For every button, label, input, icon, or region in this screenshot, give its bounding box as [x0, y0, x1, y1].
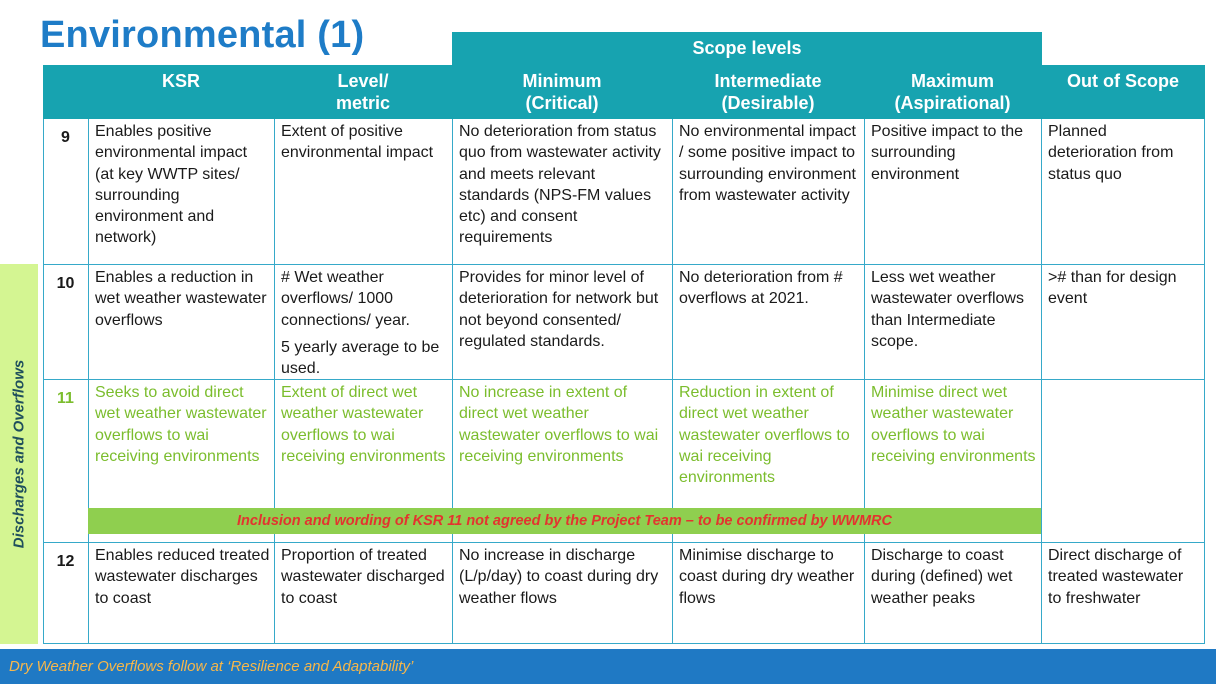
- intermediate-cell: No environmental impact / some positive …: [679, 123, 856, 204]
- table-header: [43, 65, 1205, 119]
- side-category-label: Discharges and Overflows: [10, 359, 28, 549]
- side-category-band: [0, 264, 38, 644]
- row-number: 9: [61, 129, 70, 146]
- metric-cell: # Wet weather overflows/ 1000 connection…: [274, 265, 452, 379]
- header-intermediate: Intermediate(Desirable): [714, 71, 822, 113]
- grid-line: [274, 534, 275, 644]
- grid-line: [1204, 119, 1205, 644]
- ksr-cell: Enables a reduction in wet weather waste…: [95, 269, 267, 329]
- metric-cell: Extent of direct wet weather wastewater …: [281, 384, 446, 465]
- header-ksr: KSR: [161, 71, 200, 91]
- grid-line: [43, 264, 1205, 265]
- minimum-cell: No increase in extent of direct wet weat…: [459, 384, 659, 465]
- ksr-cell: Enables reduced treated wastewater disch…: [95, 547, 270, 607]
- grid-line: [864, 119, 865, 508]
- metric-cell: Extent of positive environmental impact: [281, 123, 434, 162]
- ksr-cell: Seeks to avoid direct wet weather wastew…: [95, 384, 267, 465]
- grid-line: [864, 534, 865, 644]
- out-of-scope-cell: Planned deterioration from status quo: [1048, 123, 1174, 183]
- maximum-cell: Minimise direct wet weather wastewater o…: [871, 384, 1036, 465]
- grid-line: [672, 119, 673, 508]
- intermediate-cell: Reduction in extent of direct wet weathe…: [679, 384, 850, 487]
- grid-line: [88, 119, 89, 644]
- minimum-cell: No deterioration from status quo from wa…: [459, 123, 661, 247]
- grid-line: [672, 534, 673, 644]
- intermediate-cell: Minimise discharge to coast during dry w…: [679, 547, 855, 607]
- footer-note: Dry Weather Overflows follow at ‘Resilie…: [0, 649, 1216, 684]
- maximum-cell: Discharge to coast during (defined) wet …: [871, 547, 1013, 607]
- maximum-cell: Less wet weather wastewater overflows th…: [871, 269, 1024, 350]
- metric-cell: Proportion of treated wastewater dischar…: [281, 547, 445, 607]
- grid-line: [43, 542, 1205, 543]
- grid-line: [43, 119, 44, 644]
- header-out-of-scope: Out of Scope: [1067, 71, 1179, 91]
- grid-line: [452, 534, 453, 644]
- out-of-scope-cell: Direct discharge of treated wastewater t…: [1048, 547, 1184, 607]
- grid-line: [452, 119, 453, 508]
- grid-line: [43, 379, 1205, 380]
- out-of-scope-cell: ># than for design event: [1048, 269, 1177, 308]
- maximum-cell: Positive impact to the surrounding envir…: [871, 123, 1024, 183]
- ksr-cell: Enables positive environmental impact (a…: [95, 123, 248, 247]
- row-number: 12: [56, 553, 75, 570]
- minimum-cell: No increase in discharge (L/p/day) to co…: [459, 547, 659, 607]
- grid-line: [274, 119, 275, 508]
- footer-text: Dry Weather Overflows follow at ‘Resilie…: [9, 658, 414, 675]
- scope-levels-header: Scope levels: [452, 32, 1042, 65]
- page-title: Environmental (1): [40, 14, 365, 56]
- header-minimum: Minimum(Critical): [522, 71, 602, 113]
- intermediate-cell: No deterioration from # overflows at 202…: [679, 269, 843, 308]
- header-maximum: Maximum(Aspirational): [894, 71, 1011, 113]
- header-level-metric: Level/metric: [335, 71, 391, 113]
- grid-line: [43, 643, 1205, 644]
- metric-text: # Wet weather overflows/ 1000 connection…: [281, 269, 410, 329]
- minimum-cell: Provides for minor level of deterioratio…: [459, 269, 659, 350]
- row-number: 11: [57, 390, 74, 407]
- row-number: 10: [56, 275, 75, 292]
- ksr11-note-banner: Inclusion and wording of KSR 11 not agre…: [88, 508, 1041, 534]
- metric-note: 5 yearly average to be used.: [281, 338, 440, 378]
- grid-line: [1041, 119, 1042, 644]
